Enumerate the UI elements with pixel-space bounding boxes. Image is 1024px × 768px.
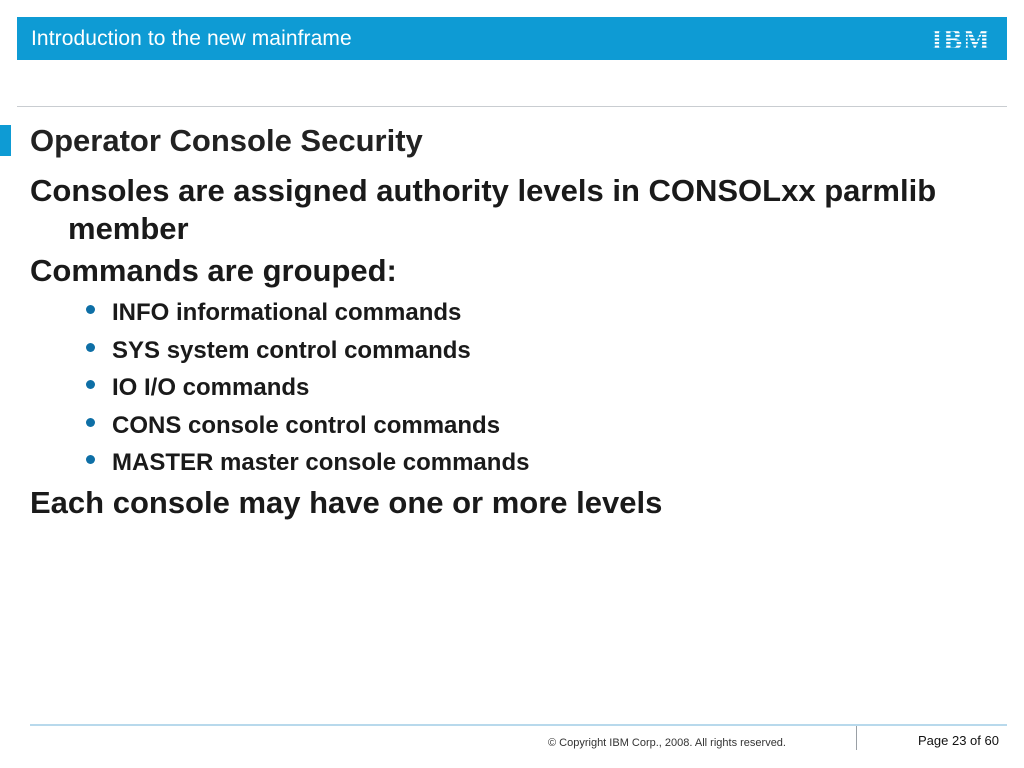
footer-divider <box>30 724 1007 726</box>
list-item: INFO informational commands <box>30 294 990 332</box>
slide-title: Operator Console Security <box>30 123 423 158</box>
list-item-text: CONS console control commands <box>112 411 501 439</box>
list-item-text: IO I/O commands <box>112 374 310 402</box>
list-item-text: SYS system control commands <box>112 336 471 364</box>
paragraph-console-levels: Each console may have one or more levels <box>30 484 663 520</box>
copyright-notice: © Copyright IBM Corp., 2008. All rights … <box>548 737 786 749</box>
ibm-logo: IBM <box>932 25 991 53</box>
list-item: SYS system control commands <box>30 332 990 370</box>
list-item-text: MASTER master console commands <box>112 449 530 477</box>
paragraph-commands-grouped: Commands are grouped: <box>30 253 397 288</box>
slide-content: Consoles are assigned authority levels i… <box>30 172 990 526</box>
header-divider <box>17 106 1007 107</box>
ibm-logo-text: IBM <box>932 25 991 53</box>
list-item: MASTER master console commands <box>30 444 990 482</box>
bullet-dot-icon <box>86 455 95 465</box>
paragraph-authority-levels: Consoles are assigned authority levels i… <box>30 173 937 246</box>
page-number: Page 23 of 60 <box>918 733 999 748</box>
list-item: CONS console control commands <box>30 407 990 445</box>
command-groups-list: INFO informational commands SYS system c… <box>30 294 990 482</box>
header-bar: Introduction to the new mainframe IBM <box>17 17 1007 60</box>
bullet-dot-icon <box>86 342 95 352</box>
bullet-dot-icon <box>86 417 95 427</box>
footer-separator <box>856 726 857 750</box>
list-item: IO I/O commands <box>30 369 990 407</box>
list-item-text: INFO informational commands <box>112 299 462 326</box>
bullet-dot-icon <box>86 305 95 314</box>
header-title: Introduction to the new mainframe <box>31 27 352 50</box>
title-accent-tab <box>0 125 11 156</box>
bullet-dot-icon <box>86 380 95 390</box>
